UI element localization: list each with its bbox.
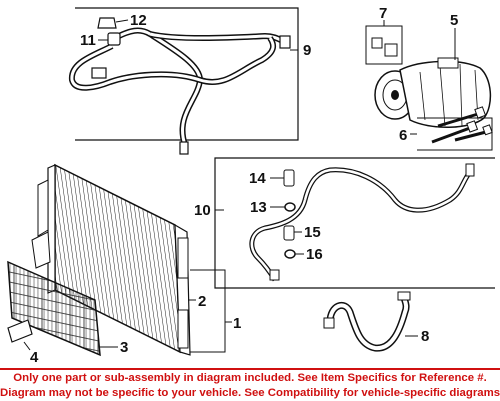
callout-5: 5 (450, 12, 458, 29)
condenser-group: 4 3 1 2 (7, 163, 241, 366)
hose-fitting (397, 291, 411, 301)
valve-cap-12 (97, 17, 117, 29)
pressure-line-group: 10 14 13 15 16 (194, 157, 495, 289)
callout-3: 3 (120, 339, 128, 356)
callout-12: 12 (130, 12, 147, 29)
clutch-part-7b (384, 43, 398, 57)
line-fitting (465, 163, 475, 177)
callout-4: 4 (30, 349, 39, 366)
hose-fitting (91, 67, 107, 79)
hose-9-tube (113, 27, 204, 146)
callout-10: 10 (194, 202, 211, 219)
air-shield-3 (7, 260, 101, 357)
callout-bracket-1 (190, 269, 226, 353)
compressor-5 (399, 60, 492, 128)
callout-15: 15 (304, 224, 321, 241)
hose-8-group: 8 (323, 291, 429, 352)
bracket-4 (7, 319, 33, 343)
mounting-bolt (437, 106, 487, 128)
o-ring-13 (284, 202, 296, 212)
mounting-bolt (454, 124, 493, 142)
hose-fitting (179, 141, 189, 155)
mounting-bolt (431, 120, 479, 144)
callout-2: 2 (198, 293, 206, 310)
service-valve-11 (107, 32, 121, 46)
callout-8: 8 (421, 328, 429, 345)
callout-11: 11 (80, 32, 96, 49)
disclaimer-line-2: Diagram may not be specific to your vehi… (0, 387, 500, 399)
callout-14: 14 (249, 170, 266, 187)
callout-7: 7 (379, 5, 387, 22)
o-ring-16 (284, 249, 296, 259)
callout-13: 13 (250, 199, 267, 216)
sensor-15 (283, 225, 295, 241)
parts-diagram: 12 11 9 7 5 6 (7, 5, 495, 366)
hose-fitting (279, 35, 291, 49)
callout-box-6 (417, 117, 493, 151)
disclaimer-line-1: Only one part or sub-assembly in diagram… (13, 372, 487, 384)
clutch-part-7a (371, 37, 383, 49)
hose-fitting (323, 317, 335, 329)
hose-assembly-group: 12 11 9 (69, 7, 311, 155)
disclaimer-banner: Only one part or sub-assembly in diagram… (0, 368, 500, 401)
callout-9: 9 (303, 42, 311, 59)
callout-6: 6 (399, 127, 407, 144)
callout-16: 16 (306, 246, 323, 263)
callout-1: 1 (233, 315, 241, 332)
line-fitting (269, 269, 280, 281)
compressor-group: 7 5 6 (365, 5, 493, 151)
callout-box-10 (214, 157, 495, 289)
pressure-switch-14 (283, 169, 295, 187)
